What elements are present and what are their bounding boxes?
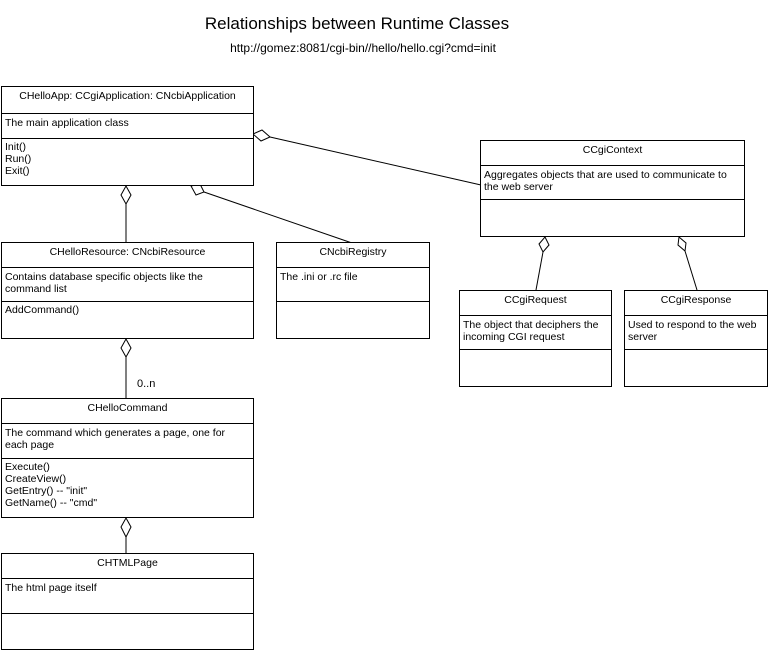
aggregation-diamond-command-page — [120, 516, 132, 539]
class-name: CCgiResponse — [625, 291, 767, 316]
multiplicity-label: 0..n — [137, 378, 156, 390]
class-chellocommand: CHelloCommand The command which generate… — [1, 398, 254, 518]
class-description: The command which generates a page, one … — [2, 424, 253, 459]
aggregation-diamond-context-request — [538, 236, 550, 253]
class-name: CNcbiRegistry — [277, 243, 429, 268]
operation: GetEntry() -- "init" — [5, 485, 88, 497]
operation: Init() — [5, 141, 26, 153]
class-operations — [625, 350, 767, 352]
class-operations — [2, 614, 253, 616]
class-description: Contains database specific objects like … — [2, 268, 253, 302]
class-name: CHelloApp: CCgiApplication: CNcbiApplica… — [2, 87, 253, 114]
link-app-registry — [203, 191, 353, 244]
class-description: Aggregates objects that are used to comm… — [481, 166, 744, 200]
operation: Execute() — [5, 461, 50, 473]
class-ccgirequest: CCgiRequest The object that deciphers th… — [459, 290, 612, 387]
class-description: The html page itself — [2, 579, 253, 614]
aggregation-diamond-app-context — [252, 129, 271, 142]
class-chelloresource: CHelloResource: CNcbiResource Contains d… — [1, 242, 254, 339]
operation: GetName() -- "cmd" — [5, 497, 98, 509]
class-description: The object that deciphers the incoming C… — [460, 316, 611, 350]
class-ccgicontext: CCgiContext Aggregates objects that are … — [480, 140, 745, 237]
class-name: CCgiRequest — [460, 291, 611, 316]
class-chtmlpage: CHTMLPage The html page itself — [1, 553, 254, 650]
operation: Exit() — [5, 165, 30, 177]
operation: AddCommand() — [5, 304, 80, 316]
class-operations: Execute() CreateView() GetEntry() -- "in… — [2, 459, 253, 509]
aggregation-diamond-app-resource — [120, 184, 132, 206]
class-name: CHTMLPage — [2, 554, 253, 579]
link-context-request — [535, 251, 544, 291]
class-operations — [277, 302, 429, 304]
class-cncbiregistry: CNcbiRegistry The .ini or .rc file — [276, 242, 430, 339]
aggregation-diamond-resource-command — [120, 337, 132, 359]
aggregation-diamond-context-response — [677, 236, 687, 252]
operation: CreateView() — [5, 473, 67, 485]
class-description: The main application class — [2, 114, 253, 139]
class-operations: Init() Run() Exit() — [2, 139, 253, 177]
class-ccgiresponse: CCgiResponse Used to respond to the web … — [624, 290, 768, 387]
operation: Run() — [5, 153, 32, 165]
class-name: CCgiContext — [481, 141, 744, 166]
class-operations: AddCommand() — [2, 302, 253, 316]
link-context-response — [684, 250, 698, 291]
diagram-url: http://gomez:8081/cgi-bin//hello/hello.c… — [230, 41, 496, 55]
class-chelloapp: CHelloApp: CCgiApplication: CNcbiApplica… — [1, 86, 254, 186]
class-description: Used to respond to the web server — [625, 316, 767, 350]
class-name: CHelloResource: CNcbiResource — [2, 243, 253, 268]
class-operations — [460, 350, 611, 352]
class-operations — [481, 200, 744, 202]
class-name: CHelloCommand — [2, 399, 253, 424]
link-app-context — [269, 136, 482, 186]
class-description: The .ini or .rc file — [277, 268, 429, 302]
diagram-title: Relationships between Runtime Classes — [204, 14, 510, 33]
